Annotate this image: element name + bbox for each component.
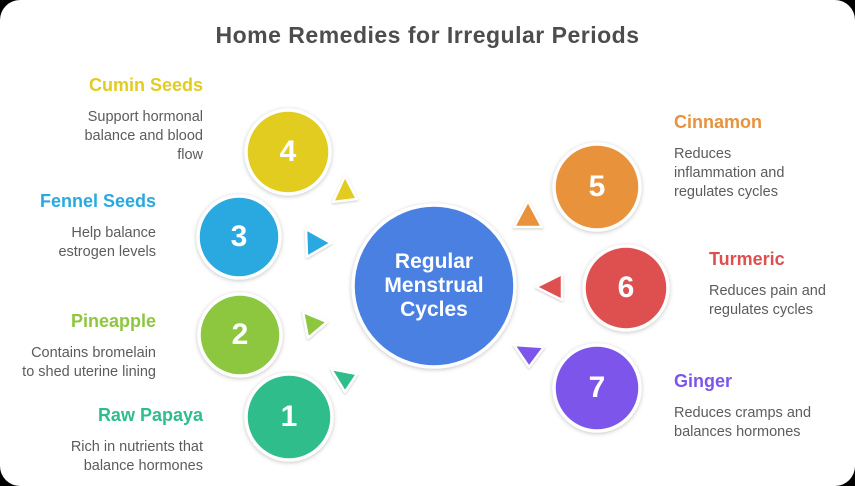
remedy-name: Turmeric (709, 249, 785, 269)
circle-2 (197, 292, 283, 378)
node-number-4: 4 (279, 135, 297, 168)
remedy-description: Contains bromelain to shed uterine linin… (22, 344, 156, 380)
remedy-description: Support hormonal balance and blood flow (84, 108, 203, 163)
remedy-description: Reduces pain and regulates cycles (709, 282, 826, 318)
page-title: Home Remedies for Irregular Periods (215, 22, 640, 48)
arrow-6-icon (534, 272, 564, 302)
node-number-2: 2 (231, 318, 249, 351)
circle-3 (196, 194, 282, 280)
remedy-name: Cinnamon (674, 112, 762, 132)
label-block-cinnamon: Cinnamon Reduces inflammation and regula… (674, 112, 855, 202)
node-number-1: 1 (280, 400, 298, 433)
remedy-name: Raw Papaya (97, 405, 203, 425)
arrow-4-icon (331, 174, 359, 204)
label-block-fennel-seeds: Fennel Seeds Help balance estrogen level… (0, 191, 156, 262)
arrow-2-icon (301, 310, 329, 340)
circle-6 (582, 244, 670, 332)
arrow-7-icon (512, 343, 546, 369)
node-number-7: 7 (588, 371, 606, 404)
center-circle-label: Regular Menstrual Cycles (384, 250, 484, 321)
remedy-name: Fennel Seeds (39, 191, 156, 211)
arrow-3-icon (304, 227, 333, 259)
arrow-5-icon (512, 199, 544, 229)
circle-1 (244, 372, 334, 462)
node-number-5: 5 (588, 170, 606, 203)
remedy-description: Rich in nutrients that balance hormones (70, 438, 203, 474)
arrow-1-icon (329, 367, 359, 394)
label-block-ginger: Ginger Reduces cramps and balances hormo… (674, 371, 855, 442)
center-circle (351, 203, 517, 369)
remedy-name: Pineapple (70, 311, 156, 331)
remedy-name: Ginger (674, 371, 733, 391)
remedy-name: Cumin Seeds (88, 75, 203, 95)
remedy-description: Help balance estrogen levels (58, 224, 156, 260)
node-number-3: 3 (230, 220, 248, 253)
circle-5 (552, 142, 642, 232)
label-block-pineapple: Pineapple Contains bromelain to shed ute… (0, 311, 156, 382)
label-block-cumin-seeds: Cumin Seeds Support hormonal balance and… (13, 75, 203, 165)
remedy-description: Reduces cramps and balances hormones (674, 404, 812, 440)
circle-4 (244, 108, 332, 196)
label-block-turmeric: Turmeric Reduces pain and regulates cycl… (709, 249, 855, 320)
circle-7 (552, 343, 642, 433)
remedy-description: Reduces inflammation and regulates cycle… (674, 145, 785, 200)
label-block-raw-papaya: Raw Papaya Rich in nutrients that balanc… (13, 405, 203, 476)
node-number-6: 6 (617, 271, 635, 304)
